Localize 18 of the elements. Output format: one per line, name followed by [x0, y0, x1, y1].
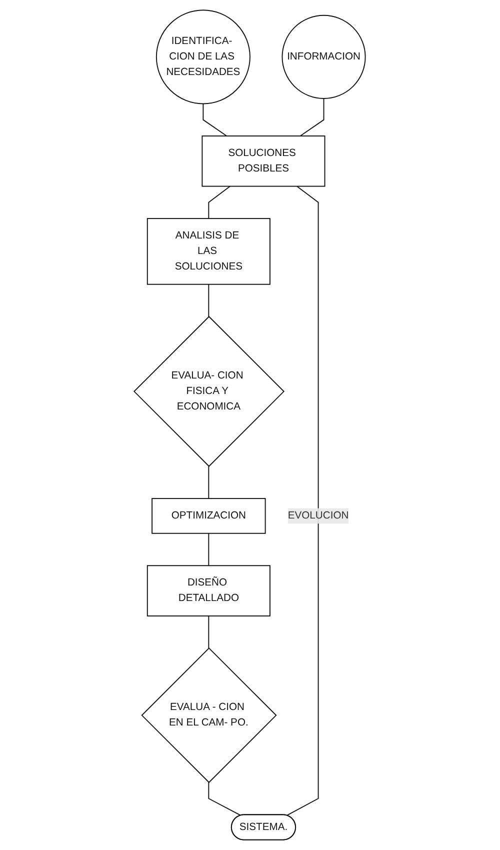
connector	[208, 615, 210, 649]
connector	[208, 532, 210, 566]
node-diamond	[141, 648, 278, 784]
connector	[208, 782, 242, 816]
connector	[208, 186, 231, 220]
node-box	[147, 565, 271, 616]
node-box	[202, 136, 326, 187]
node-circle	[156, 10, 251, 104]
connector	[286, 186, 320, 816]
node-circle	[282, 14, 366, 99]
connector	[202, 103, 228, 136]
node-box	[147, 218, 271, 285]
connector	[300, 98, 325, 136]
connector	[208, 284, 210, 318]
connector	[208, 466, 210, 500]
node-diamond	[134, 316, 285, 467]
flowchart: EVOLUCION IDENTIFICA- CION DE LAS NECESIDADES INFORMACION SOLUCIONES POSIBLES ANALISIS DE LAS SOLUCIONES EVALUA- CION FISICA Y ECONOMICA OPTIMIZACION DISEÑO DETALLADO EVALUA - CION EN EL CAM- PO. SISTEMA.	[129, 5, 371, 845]
node-box	[152, 498, 266, 534]
